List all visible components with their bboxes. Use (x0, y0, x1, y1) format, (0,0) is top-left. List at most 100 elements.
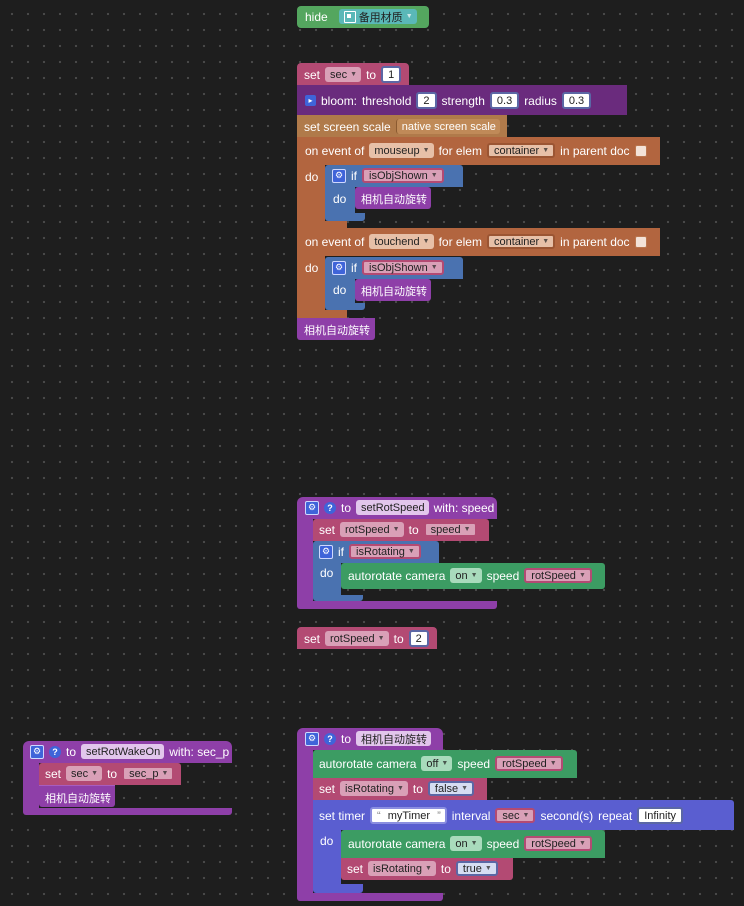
procedure-rotate-foot (297, 893, 443, 901)
if-block-mouseup[interactable]: ⚙ if isObjShown▼ (325, 165, 463, 187)
if-block-touchend[interactable]: ⚙ if isObjShown▼ (325, 257, 463, 279)
gear-icon[interactable]: ⚙ (332, 260, 346, 275)
in-parent-doc-label: in parent doc (560, 143, 630, 158)
autorotate-state-dropdown[interactable]: on▼ (450, 836, 482, 851)
set-rotSpeed-speed-block[interactable]: set rotSpeed▼ to speed▼ (313, 519, 489, 541)
expand-icon[interactable]: ▸ (305, 95, 316, 106)
if-block-isRotating[interactable]: ⚙ if isRotating▼ (313, 541, 439, 563)
gear-icon[interactable]: ⚙ (319, 544, 333, 559)
procedure-setRotSpeed-header[interactable]: ⚙ ? to setRotSpeed with: speed (297, 497, 497, 519)
procedure-name-field[interactable]: setRotSpeed (356, 500, 429, 515)
variable-dropdown-rotSpeed[interactable]: rotSpeed▼ (495, 756, 563, 771)
hide-block[interactable]: hide 备用材质 ▼ (297, 6, 429, 28)
variable-dropdown-rotSpeed[interactable]: rotSpeed▼ (340, 522, 404, 537)
variable-dropdown-sec[interactable]: sec▼ (495, 808, 536, 823)
gear-icon[interactable]: ⚙ (332, 168, 346, 183)
call-rotate-block[interactable]: 相机自动旋转 (297, 318, 375, 340)
material-dropdown[interactable]: 备用材质 ▼ (338, 9, 417, 24)
chevron-down-icon: ▼ (549, 760, 557, 767)
procedure-name-field[interactable]: 相机自动旋转 (356, 731, 432, 746)
autorotate-camera-off-block[interactable]: autorotate camera off▼ speed rotSpeed▼ (313, 750, 577, 778)
call-rotate-block-mouseup[interactable]: 相机自动旋转 (355, 187, 431, 209)
number-field-rotSpeed[interactable]: 2 (408, 630, 429, 647)
gear-icon[interactable]: ⚙ (305, 500, 319, 515)
help-icon[interactable]: ? (49, 745, 61, 758)
variable-dropdown-sec-p[interactable]: sec_p▼ (122, 766, 175, 781)
chevron-down-icon: ▼ (350, 71, 358, 78)
set-timer-block[interactable]: set timer “ myTimer ” interval sec▼ seco… (313, 800, 734, 830)
variable-dropdown-rotSpeed[interactable]: rotSpeed▼ (524, 836, 592, 851)
if-isRotating-spine (313, 563, 341, 595)
help-icon[interactable]: ? (324, 732, 336, 745)
seconds-label: second(s) (540, 808, 594, 823)
autorotate-camera-on-block[interactable]: autorotate camera on▼ speed rotSpeed▼ (341, 563, 605, 589)
help-icon[interactable]: ? (324, 501, 336, 514)
quote-close-icon: ” (437, 809, 441, 822)
number-field-sec[interactable]: 1 (381, 66, 402, 83)
to-label: to (440, 861, 451, 876)
event-dropdown-mouseup[interactable]: mouseup▼ (369, 143, 434, 158)
event-touchend-block[interactable]: on event of touchend▼ for elem container… (297, 228, 660, 256)
radius-field[interactable]: 0.3 (561, 92, 592, 109)
repeat-field[interactable]: Infinity (637, 807, 683, 824)
set-label: set (45, 766, 62, 781)
condition-dropdown-isRotating[interactable]: isRotating▼ (349, 544, 421, 559)
procedure-setRotWakeOn-spine (23, 763, 39, 808)
elem-dropdown-container[interactable]: container▼ (486, 234, 556, 249)
event-mouseup-block[interactable]: on event of mouseup▼ for elem container▼… (297, 137, 660, 165)
variable-dropdown-isRotating[interactable]: isRotating▼ (340, 781, 408, 796)
procedure-setRotWakeOn-header[interactable]: ⚙ ? to setRotWakeOn with: sec_p (23, 741, 232, 763)
set-rotSpeed-block[interactable]: set rotSpeed▼ to 2 (297, 627, 437, 649)
set-sec-block-p[interactable]: set sec▼ to sec_p▼ (39, 763, 181, 785)
threshold-field[interactable]: 2 (416, 92, 437, 109)
set-timer-foot (313, 884, 363, 893)
chevron-down-icon: ▼ (377, 635, 385, 642)
to-label: to (366, 67, 377, 82)
do-inner-label: do (333, 283, 347, 297)
autorotate-camera-on-block-timer[interactable]: autorotate camera on▼ speed rotSpeed▼ (341, 830, 605, 858)
condition-dropdown-isObjShown[interactable]: isObjShown▼ (362, 168, 444, 183)
variable-dropdown-rotSpeed[interactable]: rotSpeed▼ (325, 631, 389, 646)
screen-scale-block[interactable]: set screen scale native screen scale (297, 115, 507, 137)
threshold-label: threshold (362, 93, 412, 108)
set-isRotating-true-block[interactable]: set isRotating▼ to true▼ (341, 858, 513, 880)
call-rotate-block-wake[interactable]: 相机自动旋转 (39, 785, 115, 807)
parent-doc-checkbox[interactable] (634, 144, 647, 157)
autorotate-state-dropdown[interactable]: on▼ (450, 568, 482, 583)
bloom-label: bloom: (321, 93, 358, 108)
procedure-rotate-header[interactable]: ⚙ ? to 相机自动旋转 (297, 728, 443, 750)
with-params-label: with: sec_p (169, 744, 230, 759)
variable-dropdown-sec[interactable]: sec▼ (66, 766, 103, 781)
condition-dropdown-isObjShown[interactable]: isObjShown▼ (362, 260, 444, 275)
variable-dropdown-speed[interactable]: speed▼ (423, 522, 477, 537)
variable-dropdown-isRotating[interactable]: isRotating▼ (368, 861, 436, 876)
event-dropdown-touchend[interactable]: touchend▼ (369, 234, 434, 249)
boolean-dropdown-false[interactable]: false▼ (427, 781, 475, 796)
strength-field[interactable]: 0.3 (489, 92, 520, 109)
timer-name-field[interactable]: “ myTimer ” (370, 807, 447, 824)
procedure-rotate-spine (297, 750, 313, 893)
to-label: to (341, 731, 352, 746)
if-label: if (351, 260, 357, 275)
call-rotate-block-touchend[interactable]: 相机自动旋转 (355, 279, 431, 301)
screen-scale-dropdown[interactable]: native screen scale (395, 119, 500, 134)
parent-doc-checkbox[interactable] (634, 235, 647, 248)
bloom-block[interactable]: ▸ bloom: threshold 2 strength 0.3 radius… (297, 85, 627, 115)
variable-dropdown-rotSpeed[interactable]: rotSpeed▼ (524, 568, 592, 583)
do-label: do (305, 261, 319, 275)
in-parent-doc-label: in parent doc (560, 234, 630, 249)
set-sec-block[interactable]: set sec▼ to 1 (297, 63, 409, 85)
autorotate-state-dropdown[interactable]: off▼ (421, 756, 453, 771)
event-touchend-spine (297, 256, 325, 310)
variable-dropdown-sec[interactable]: sec▼ (325, 67, 362, 82)
elem-dropdown-container[interactable]: container▼ (486, 143, 556, 158)
chevron-down-icon: ▼ (405, 13, 413, 20)
chevron-down-icon: ▼ (470, 840, 478, 847)
set-isRotating-false-block[interactable]: set isRotating▼ to false▼ (313, 778, 487, 800)
set-label: set (304, 631, 321, 646)
gear-icon[interactable]: ⚙ (305, 731, 319, 746)
procedure-name-field[interactable]: setRotWakeOn (81, 744, 165, 759)
for-elem-label: for elem (438, 234, 482, 249)
boolean-dropdown-true[interactable]: true▼ (455, 861, 498, 876)
gear-icon[interactable]: ⚙ (30, 744, 44, 759)
